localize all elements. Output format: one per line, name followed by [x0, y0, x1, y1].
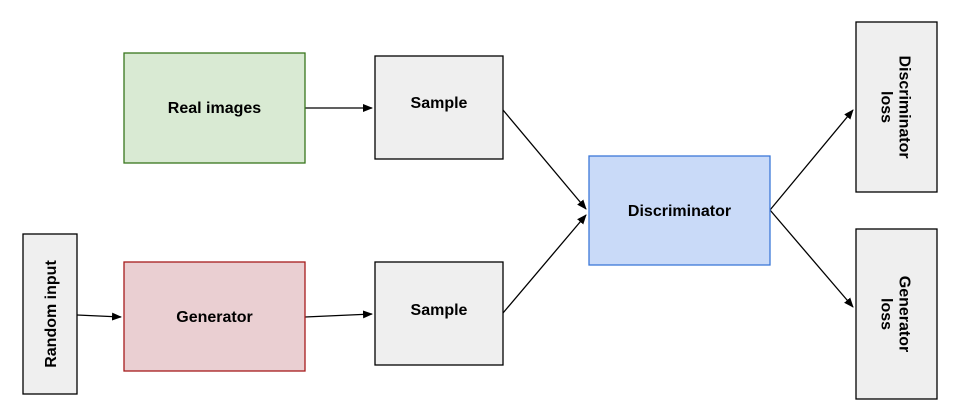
generator-loss-label-line-1: Generator: [896, 276, 913, 352]
discriminator-loss-node: Discriminator loss: [855, 21, 938, 193]
generator-loss-label-line-2: loss: [878, 298, 895, 330]
random-input-box: [22, 233, 78, 395]
real-images-node: Real images: [123, 52, 306, 164]
generator-loss-node: Generator loss: [855, 228, 938, 400]
generator-box: [123, 261, 306, 372]
discriminator-node: Discriminator: [588, 155, 771, 266]
random-input-node: Random input: [22, 233, 78, 395]
discriminator-loss-box: [855, 21, 938, 193]
edge-generator-to-sample-bottom: [304, 310, 373, 319]
real-images-label: Real images: [168, 100, 261, 117]
sample-bottom-label: Sample: [411, 302, 468, 319]
sample-top-box: [374, 55, 504, 160]
sample-bottom-node: Sample: [374, 261, 504, 366]
sample-top-node: Sample: [374, 55, 504, 160]
random-input-label: Random input: [43, 260, 60, 368]
sample-top-label: Sample: [411, 95, 468, 112]
edge-sample-top-to-discriminator: [502, 109, 587, 210]
edge-sample-bottom-to-discriminator: [502, 214, 587, 314]
edges: [76, 104, 854, 321]
edge-discriminator-to-generator-loss: [769, 209, 854, 308]
discriminator-label: Discriminator: [628, 203, 731, 220]
real-images-box: [123, 52, 306, 164]
discriminator-loss-label-line-2: loss: [878, 91, 895, 123]
generator-loss-box: [855, 228, 938, 400]
sample-bottom-box: [374, 261, 504, 366]
generator-label: Generator: [176, 309, 252, 326]
discriminator-loss-label-line-1: Discriminator: [896, 55, 913, 158]
generator-node: Generator: [123, 261, 306, 372]
discriminator-box: [588, 155, 771, 266]
edge-discriminator-to-discriminator-loss: [769, 109, 854, 211]
edge-random-input-to-generator: [76, 312, 122, 321]
